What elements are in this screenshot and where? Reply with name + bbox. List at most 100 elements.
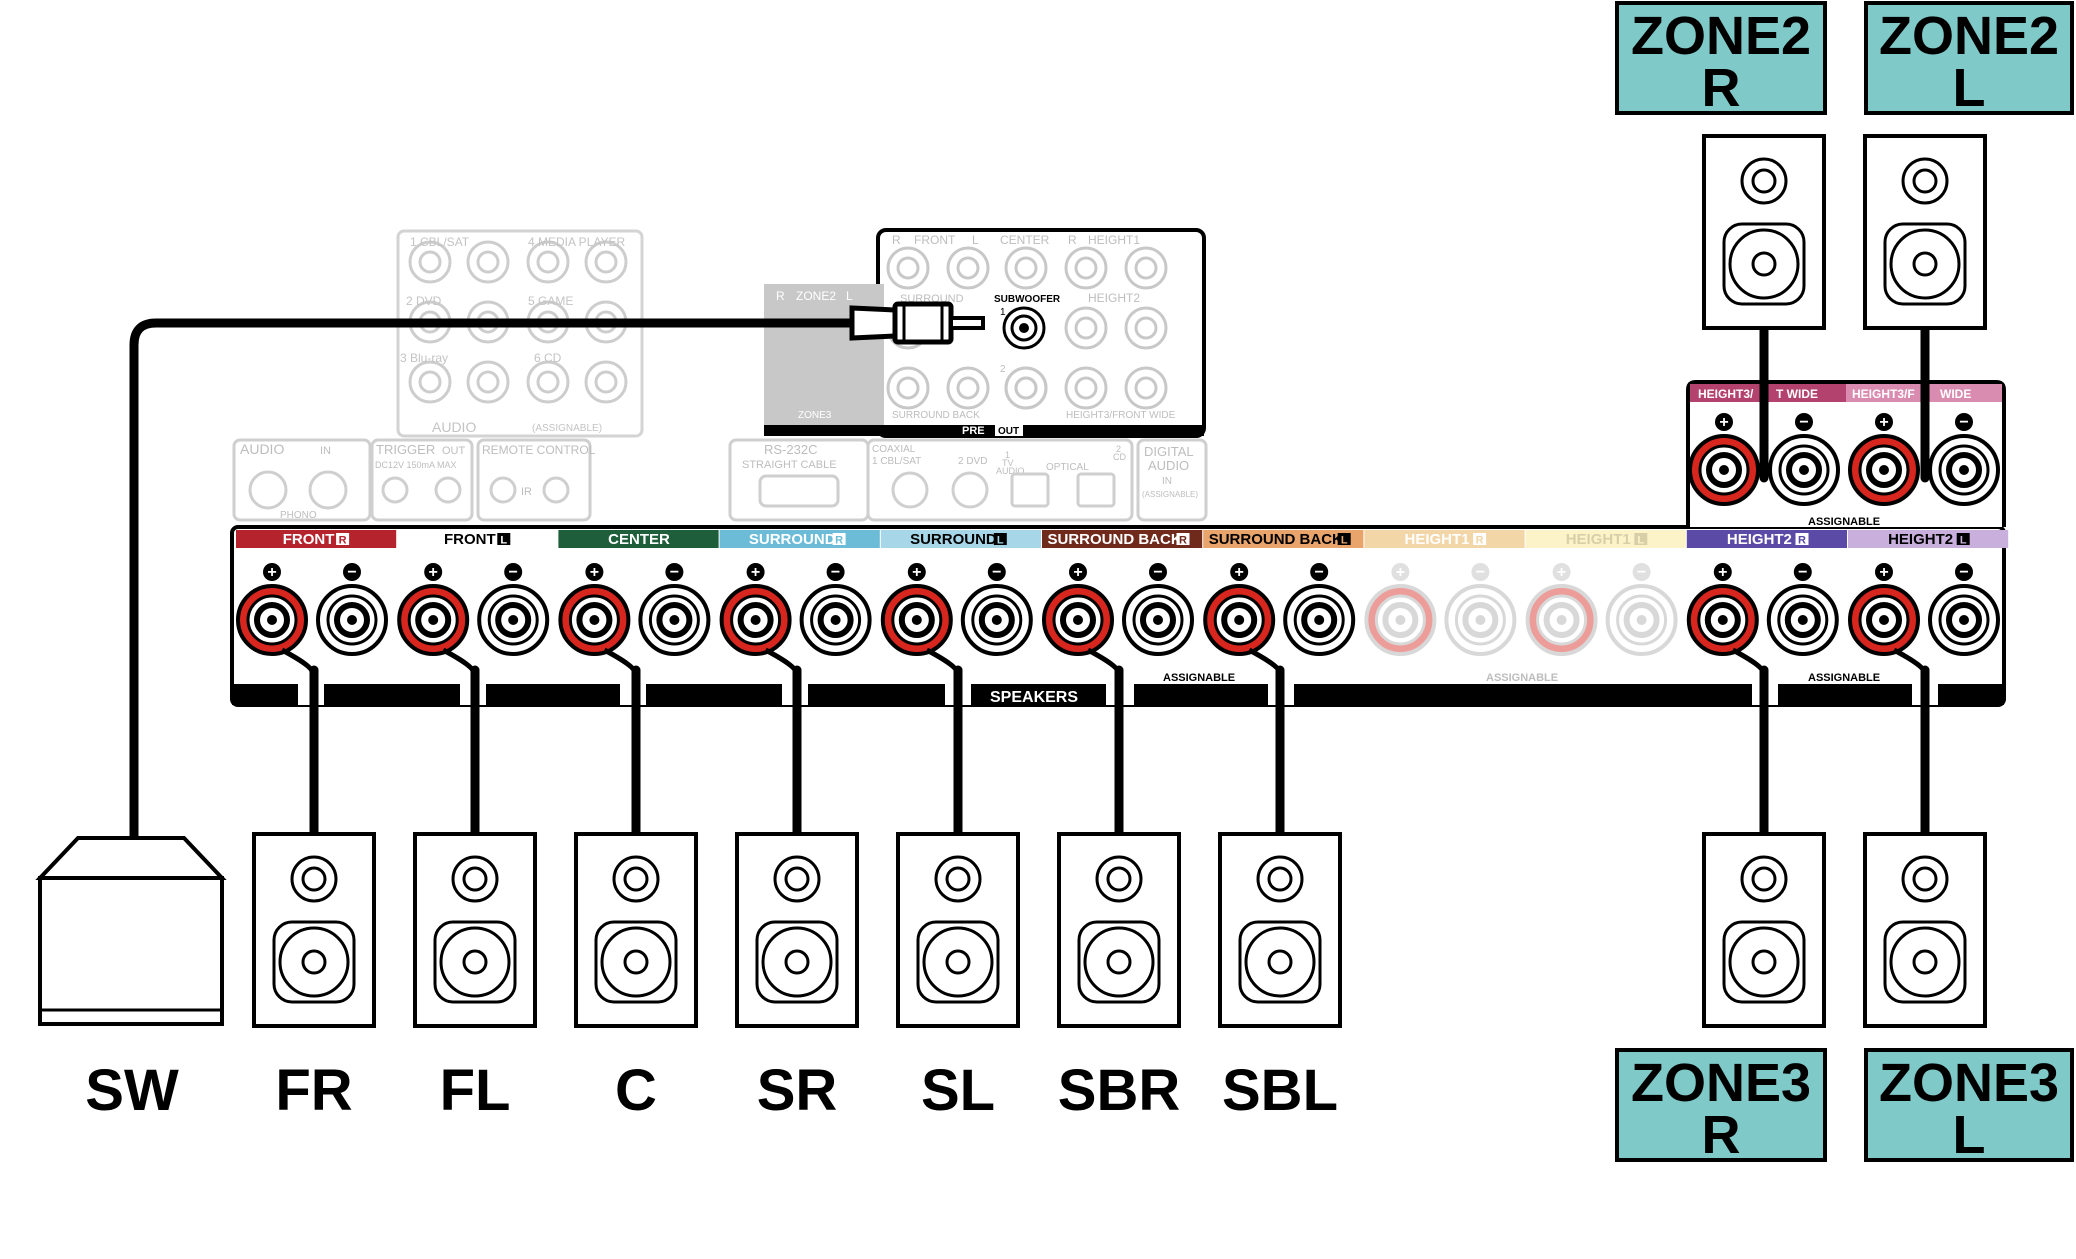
terminal-header bbox=[236, 530, 397, 548]
positive-terminal-icon: + bbox=[719, 563, 792, 656]
assignable-h3: ASSIGNABLE bbox=[1808, 516, 1880, 528]
height3-l-tail: WIDE bbox=[1940, 387, 1971, 401]
pre-height2-label: HEIGHT2 bbox=[1088, 291, 1140, 305]
negative-terminal-icon: − bbox=[1928, 413, 2000, 506]
positive-terminal-icon: + bbox=[1525, 563, 1598, 656]
zone3-r-side: R bbox=[1702, 1105, 1741, 1165]
speaker-c bbox=[574, 832, 698, 1028]
rca-jack-icon bbox=[886, 366, 930, 410]
height3-r-label: HEIGHT3/ bbox=[1698, 387, 1754, 401]
positive-terminal-icon: + bbox=[558, 563, 631, 656]
plus-icon: + bbox=[1879, 414, 1888, 431]
zone3-l-side: L bbox=[1953, 1105, 1986, 1165]
rca-jack-icon bbox=[764, 366, 808, 410]
terminal-header-label: SURROUND BACK bbox=[1048, 531, 1182, 548]
speaker-fr bbox=[252, 832, 376, 1028]
rca-jack-icon bbox=[584, 360, 628, 404]
plus-icon: + bbox=[1719, 414, 1728, 431]
negative-terminal-icon: − bbox=[1928, 563, 2000, 656]
pre-zone2-r: R bbox=[776, 289, 785, 303]
game-label: 5 GAME bbox=[528, 294, 573, 308]
speaker-label-sbl: SBL bbox=[1222, 1058, 1338, 1123]
trigger-spec: DC12V 150mA MAX bbox=[375, 460, 457, 470]
negative-terminal-icon: − bbox=[1444, 563, 1517, 656]
plus-icon: + bbox=[1235, 564, 1244, 581]
remote-control-label: REMOTE CONTROL bbox=[482, 443, 596, 457]
plus-icon: + bbox=[1718, 564, 1727, 581]
digital-audio-label-2: AUDIO bbox=[1148, 458, 1189, 473]
rca-jack-icon bbox=[466, 240, 510, 284]
minus-icon: − bbox=[1153, 564, 1162, 581]
minus-icon: − bbox=[1315, 564, 1324, 581]
terminal-badge: R bbox=[835, 535, 843, 547]
rca-jack-icon bbox=[1064, 246, 1108, 290]
positive-terminal-icon: + bbox=[1042, 563, 1114, 656]
negative-terminal-icon: − bbox=[1605, 563, 1678, 656]
ir-label: IR bbox=[521, 486, 532, 498]
terminal-badge: R bbox=[1179, 535, 1187, 547]
pre-height1-label: HEIGHT1 bbox=[1088, 233, 1140, 247]
terminal-header-label: HEIGHT2 bbox=[1888, 531, 1953, 548]
digital-audio-label: DIGITAL bbox=[1144, 444, 1194, 459]
plus-icon: + bbox=[1073, 564, 1082, 581]
pre-height1-r-badge: R bbox=[1068, 233, 1077, 247]
speaker-sbr bbox=[1057, 832, 1181, 1028]
positive-terminal-icon: + bbox=[1848, 563, 1920, 656]
zone2-r-box: ZONE2 R bbox=[1615, 1, 1827, 118]
subwoofer-2-label: 2 bbox=[1000, 364, 1006, 375]
rca-jack-icon bbox=[1124, 366, 1168, 410]
coaxial-dvd-label: 2 DVD bbox=[958, 456, 987, 467]
positive-terminal-icon: + bbox=[1203, 563, 1276, 656]
rca-jack-icon bbox=[1124, 246, 1168, 290]
pre-front-l-badge: L bbox=[972, 233, 979, 247]
coaxial-cbl-label: 1 CBL/SAT bbox=[872, 456, 921, 467]
negative-terminal-icon: − bbox=[1122, 563, 1194, 656]
subwoofer-label: SUBWOOFER bbox=[994, 294, 1061, 305]
minus-icon: − bbox=[347, 564, 356, 581]
assignable-sb: ASSIGNABLE bbox=[1163, 672, 1235, 684]
speaker-label-c: C bbox=[615, 1058, 657, 1123]
cd2-label: CD bbox=[1113, 452, 1126, 462]
rca-plug bbox=[849, 301, 985, 345]
plus-icon: + bbox=[912, 564, 921, 581]
plus-icon: + bbox=[429, 564, 438, 581]
terminal-badge: L bbox=[1341, 535, 1348, 547]
height3-r-tail: T WIDE bbox=[1776, 387, 1818, 401]
terminal-badge: L bbox=[1637, 535, 1644, 547]
minus-icon: − bbox=[831, 564, 840, 581]
cbl-sat-label: 1 CBL/SAT bbox=[410, 235, 470, 249]
rca-jack-icon bbox=[764, 306, 808, 350]
terminal-badge: R bbox=[1476, 535, 1484, 547]
cd-label: 6 CD bbox=[534, 351, 562, 365]
zone2-l-box: ZONE2 L bbox=[1864, 1, 2074, 118]
terminal-header-label: FRONT bbox=[283, 531, 335, 548]
aux-panels: AUDIO IN PHONO TRIGGER OUT DC12V 150mA M… bbox=[232, 438, 1208, 522]
negative-terminal-icon: − bbox=[1283, 563, 1356, 656]
terminal-header-label: CENTER bbox=[608, 531, 670, 548]
trigger-out-label: OUT bbox=[442, 445, 466, 457]
speaker-zone3-r bbox=[1702, 832, 1826, 1028]
terminal-header-label: SURROUND bbox=[749, 531, 836, 548]
terminal-badge: R bbox=[1798, 535, 1806, 547]
pre-height3-fw-label: HEIGHT3/FRONT WIDE bbox=[1066, 410, 1176, 421]
negative-terminal-icon: − bbox=[638, 563, 711, 656]
speaker-sr bbox=[735, 832, 859, 1028]
rca-jack-icon bbox=[584, 240, 628, 284]
rca-jack-icon bbox=[408, 240, 452, 284]
zone3-l-box: ZONE3 L bbox=[1864, 1048, 2074, 1165]
pre-out-label: PRE bbox=[962, 425, 985, 437]
plus-icon: + bbox=[1557, 564, 1566, 581]
negative-terminal-icon: − bbox=[477, 563, 550, 656]
negative-terminal-icon: − bbox=[799, 563, 872, 656]
minus-icon: − bbox=[1798, 564, 1807, 581]
phono-in-label: IN bbox=[320, 445, 331, 457]
positive-terminal-icon: + bbox=[397, 563, 470, 656]
minus-icon: − bbox=[992, 564, 1001, 581]
tv-audio-audio: AUDIO bbox=[996, 466, 1025, 476]
terminal-badge: L bbox=[997, 535, 1004, 547]
pre-zone2-l: L bbox=[846, 289, 853, 303]
terminal-header-label: SURROUND bbox=[910, 531, 997, 548]
terminal-header-label: SURROUND BACK bbox=[1209, 531, 1343, 548]
